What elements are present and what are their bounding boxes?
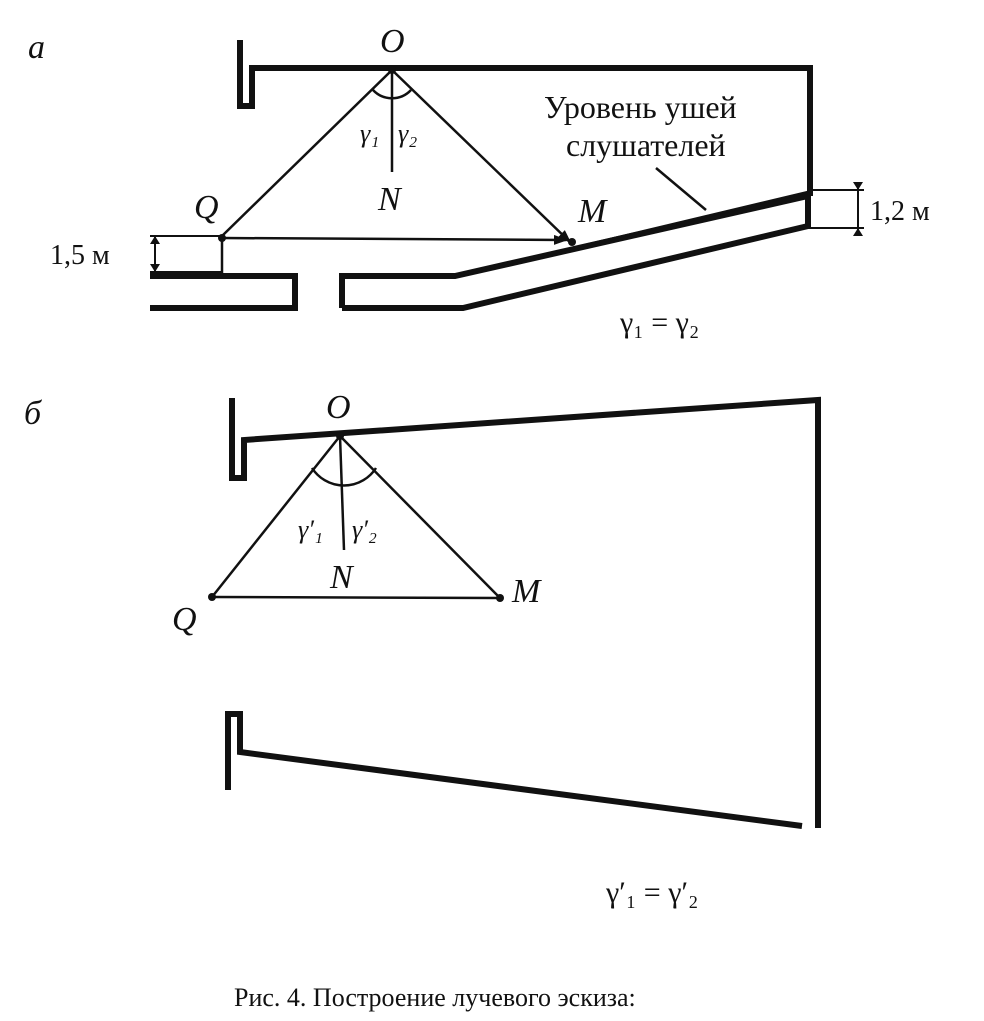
panel-a-point-o (388, 66, 396, 74)
panel-b-label-m: M (511, 573, 542, 610)
panel-a-angle2-label: γ₂ (398, 119, 417, 148)
panel-a-dim-left-label: 1,5 м (50, 240, 110, 271)
panel-b-angle2-label: γ′₂ (352, 515, 377, 544)
panel-a-ear-level-line (454, 190, 809, 278)
panel-a-ear-level-line1: Уровень ушей (544, 89, 737, 125)
panel-a-label-m: M (577, 193, 608, 230)
panel-b-normal-on (338, 435, 346, 551)
panel-b: б O Q N M γ′₁ γ′₂ γ′₁ = γ′₂ (24, 389, 821, 909)
panel-a-ceiling (237, 40, 813, 196)
panel-a-equation: γ₁ = γ₂ (619, 306, 699, 339)
panel-b-label-o: O (326, 389, 351, 426)
panel-a-stage-floor-left (150, 273, 298, 311)
panel-a-point-m (568, 238, 576, 246)
panel-a-angle-arc (372, 89, 412, 100)
panel-a-audience-floor (339, 193, 811, 311)
panel-a-ray-om (391, 69, 572, 244)
panel-a-ray-oq (221, 69, 393, 237)
panel-a-ear-level-line2: слушателей (566, 127, 726, 163)
panel-a-dim-right-label: 1,2 м (870, 196, 930, 227)
panel-b-ceiling (229, 396, 821, 828)
panel-a-dim-right (808, 182, 864, 236)
panel-a-label-q: Q (194, 189, 219, 226)
panel-b-label-n: N (329, 559, 355, 596)
panel-b-letter: б (24, 395, 43, 432)
figure-caption: Рис. 4. Построение лучевого эскиза: (234, 983, 636, 1012)
panel-b-ray-qm (211, 595, 501, 600)
panel-a: а O Q N M γ₁ γ₂ Уровень ушей слушателей (28, 23, 930, 339)
panel-a-label-n: N (377, 181, 403, 218)
panel-a-ear-level-leader (655, 167, 707, 211)
panel-a-angle1-label: γ₁ (360, 119, 379, 148)
panel-b-angle1-label: γ′₁ (298, 515, 323, 544)
panel-b-floor (225, 711, 803, 829)
panel-b-label-q: Q (172, 601, 197, 638)
panel-a-ray-qm (221, 234, 568, 245)
panel-b-equation: γ′₁ = γ′₂ (605, 876, 698, 909)
panel-b-point-o (336, 432, 344, 440)
panel-b-ray-oq (211, 435, 341, 598)
panel-b-point-q (208, 593, 216, 601)
panel-b-point-m (496, 594, 504, 602)
panel-a-label-o: O (380, 23, 405, 60)
panel-b-angle-arc (310, 467, 378, 487)
panel-a-dim-left (150, 235, 222, 273)
panel-b-ray-om (339, 435, 501, 599)
panel-a-letter: а (28, 29, 45, 66)
